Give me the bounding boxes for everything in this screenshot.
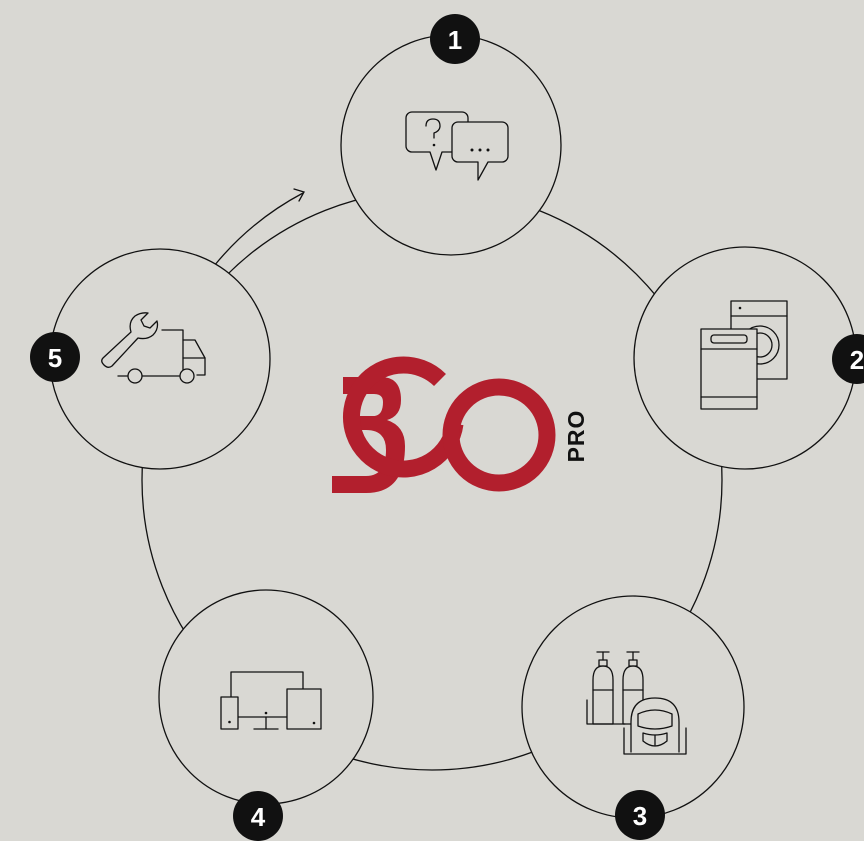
step-1-node: 1	[340, 14, 562, 256]
step-5-node: 5	[30, 248, 271, 470]
step-5-circle	[49, 248, 271, 470]
logo-pro-text: PRO	[563, 410, 589, 463]
step-4-number: 4	[251, 802, 266, 832]
step-3-number: 3	[633, 801, 647, 831]
devices-icon	[220, 671, 322, 730]
gas-cylinders-and-mask-icon	[586, 651, 687, 755]
step-5-number: 5	[48, 343, 62, 373]
step-3-circle	[521, 595, 745, 819]
step-2-badge	[832, 334, 864, 384]
step-2-node: 2	[633, 246, 864, 470]
step-5-badge	[30, 332, 80, 382]
step-4-node: 4	[158, 589, 374, 841]
appliances-icon	[700, 300, 788, 410]
cycle-arrow	[213, 192, 304, 267]
arrow-head-icon	[293, 188, 305, 202]
step-1-number: 1	[448, 25, 462, 55]
step-3-badge	[615, 790, 665, 840]
speech-bubbles-icon	[405, 111, 509, 181]
service-truck-icon	[101, 312, 206, 384]
step-2-number: 2	[850, 345, 864, 375]
step-4-badge	[233, 791, 283, 841]
step-4-circle	[158, 589, 374, 805]
step-3-node: 3	[521, 595, 745, 840]
step-1-circle	[340, 34, 562, 256]
step-1-badge	[430, 14, 480, 64]
logo-360-pro: 360 PRO	[332, 356, 589, 493]
logo-360-mark: 360	[332, 356, 556, 493]
